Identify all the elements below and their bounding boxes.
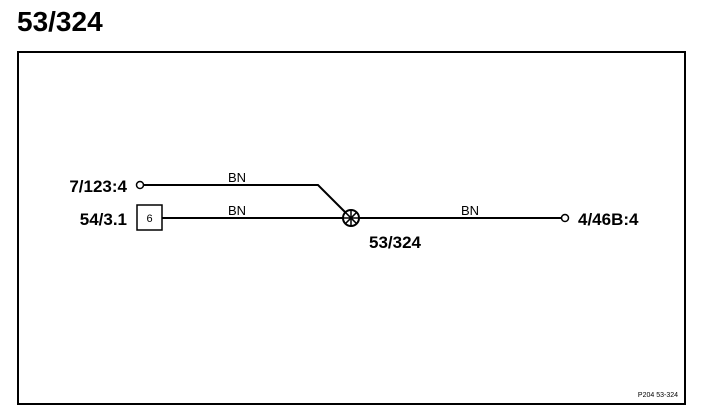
terminal-left-top [135, 180, 145, 190]
connector-right: 4/46B:4 [578, 210, 639, 229]
wire-color-top-left: BN [228, 170, 246, 185]
pin-box [136, 204, 163, 231]
wire-color-bottom-left: BN [228, 203, 246, 218]
page-title: 53/324 [17, 6, 103, 37]
terminal-right [560, 213, 570, 223]
pin-label: 6 [146, 213, 152, 225]
footer-code: P204 53-324 [638, 392, 678, 399]
connector-left-top: 7/123:4 [69, 177, 127, 196]
diagram-frame [17, 51, 686, 405]
connector-left-bottom: 54/3.1 [80, 210, 127, 229]
splice-label: 53/324 [369, 233, 422, 252]
wire-color-right: BN [461, 203, 479, 218]
splice-icon [342, 209, 360, 227]
wire-top-left [144, 184, 352, 219]
